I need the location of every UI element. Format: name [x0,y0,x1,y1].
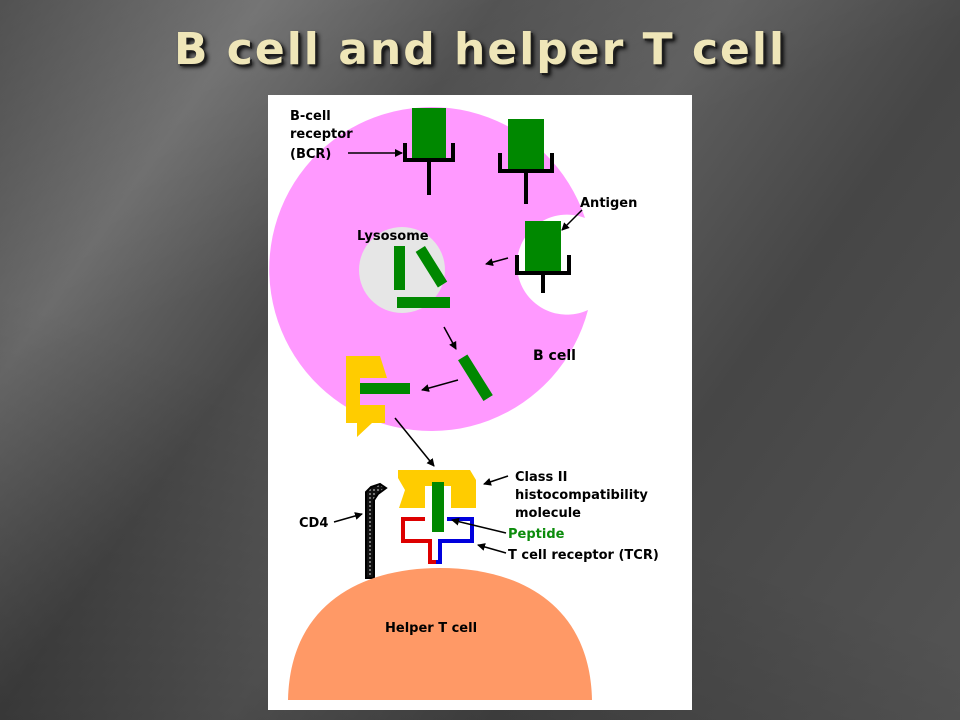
bcr-receptor [403,108,455,195]
label-lysosome: Lysosome [357,229,429,244]
arrow-peptide [451,517,507,534]
peptide-surface [432,482,444,532]
label-peptide: Peptide [508,527,565,542]
label-tcr: T cell receptor (TCR) [508,548,659,563]
label-cd4: CD4 [299,516,328,531]
label-antigen: Antigen [580,196,637,211]
bcr-receptor [515,221,571,293]
lysosome-antigen-fragment [394,246,405,290]
label-class-ii-line2: histocompatibility [515,488,648,503]
peptide-fragment [458,354,493,402]
arrow-cd4 [333,512,363,523]
arrow-lysosome-out [443,326,457,350]
label-class-ii-line1: Class II [515,470,567,485]
helper-t-cell-body [288,568,592,700]
cd4-molecule [365,482,388,579]
t-cell-receptor [401,517,474,564]
lysosome-antigen-fragment [397,297,450,308]
bcr-receptor [498,119,554,204]
arrow-antigen [561,209,583,231]
arrow-tcr [477,543,507,554]
mhc-class-ii-intracellular [346,356,387,437]
label-class-ii-line3: molecule [515,506,581,521]
arrow-class-ii [483,475,509,486]
label-bcr-line1: B-cell [290,109,331,124]
peptide-fragment [360,383,410,394]
arrow-into-lysosome [485,257,509,267]
lysosome-antigen-fragment [415,246,448,288]
label-bcr-line3: (BCR) [290,147,331,162]
slide-title: B cell and helper T cell [173,24,787,75]
label-b-cell: B cell [533,348,576,364]
mhc-class-ii-surface [398,470,476,508]
arrow-peptide-load [421,379,459,392]
label-bcr-line2: receptor [290,127,353,142]
arrow-to-surface [394,417,435,467]
label-helper-t-cell: Helper T cell [385,621,477,636]
